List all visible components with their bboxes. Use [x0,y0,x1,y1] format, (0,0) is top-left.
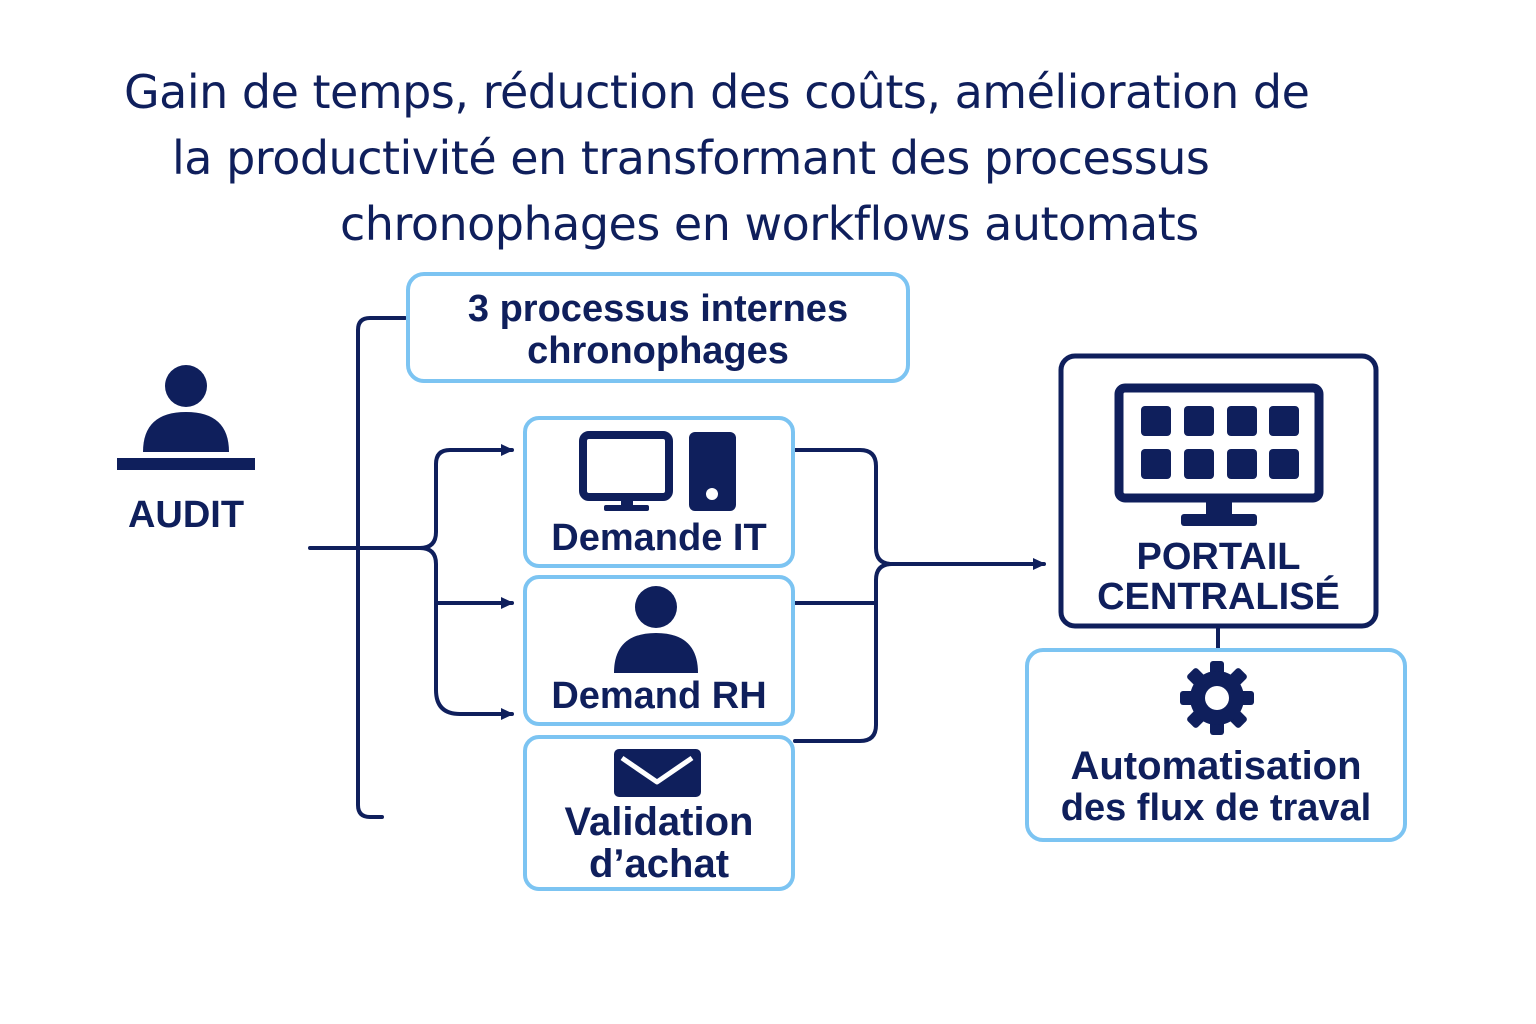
validation-achat-line1: Validation [564,800,754,844]
computer-tower-icon [579,431,736,511]
portail-line2: CENTRALISÉ [1097,576,1340,618]
fork-to-rh-connector [418,546,514,720]
validation-achat-line2: d’achat [588,842,730,886]
demand-rh-label: Demand RH [551,675,767,717]
gear-icon [1180,661,1254,735]
audit-connector [308,444,514,550]
processes-header-line2: chronophages [527,330,789,372]
connector-lines [308,316,1220,819]
envelope-icon [614,749,701,797]
portail-line1: PORTAIL [1136,536,1301,578]
person-at-desk-icon [117,365,255,470]
title-line-3: chronophages en workflows automats [340,197,1199,251]
demande-it-label: Demande IT [551,517,767,559]
monitor-grid-icon [1114,383,1324,526]
automatisation-line1: Automatisation [1070,744,1362,788]
automatisation-box [1025,648,1407,842]
validation-merge-connector [793,562,894,743]
validation-achat-box [523,735,795,891]
person-icon [614,586,698,673]
processes-header-line1: 3 processus internes [467,288,849,330]
it-merge-connector [793,448,1046,570]
processes-header-box [406,272,910,383]
title-line-1: Gain de temps, réduction des coûts, amél… [124,65,1310,119]
title-line-2: la productivité en transformant des proc… [172,131,1210,185]
automatisation-line2: des flux de traval [1060,787,1372,829]
audit-label: AUDIT [127,494,245,536]
header-bracket-line [356,316,407,819]
